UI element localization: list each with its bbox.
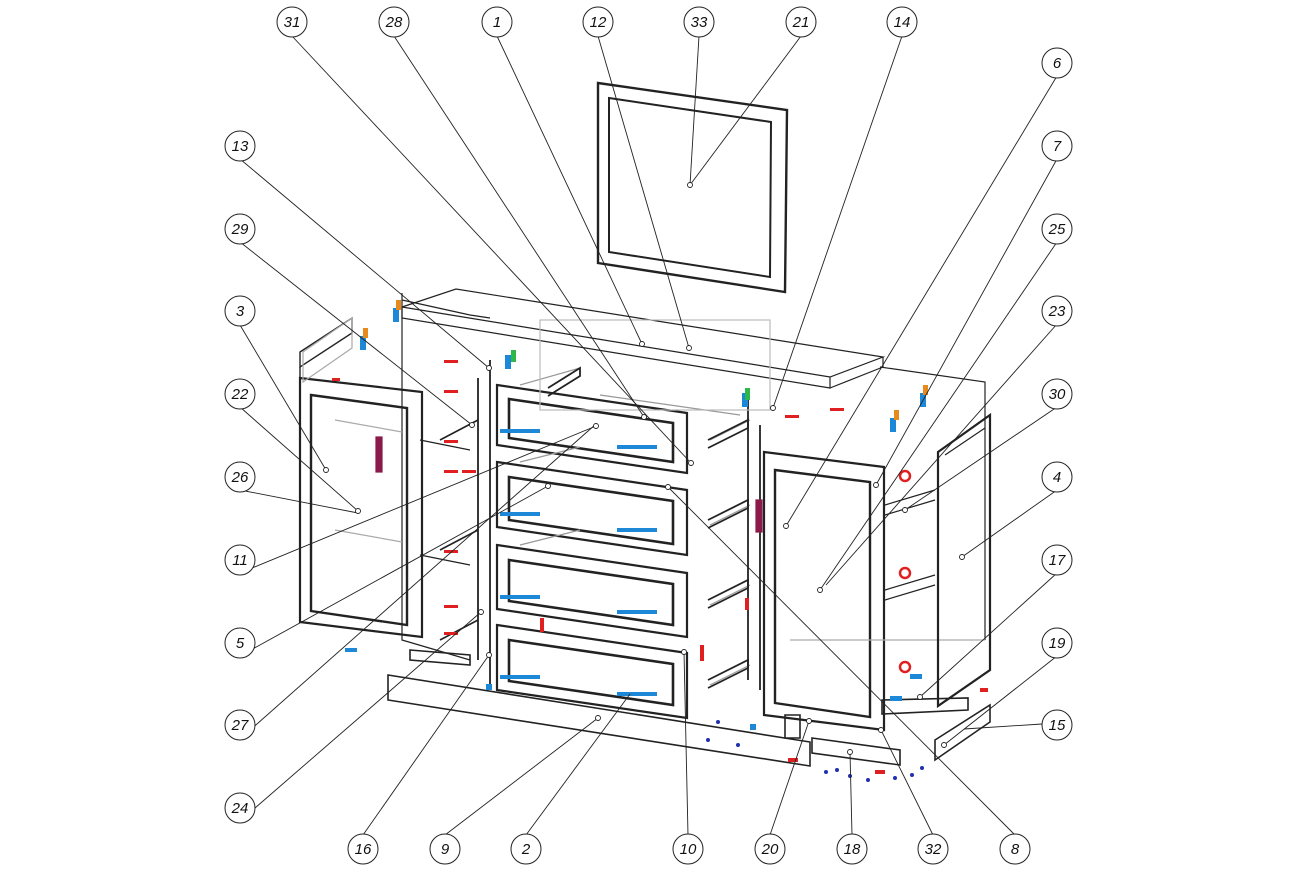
callout-15: 15 (1041, 709, 1073, 741)
callout-27-label: 27 (231, 717, 249, 734)
callout-16: 16 (347, 833, 379, 865)
callout-25-label: 25 (1048, 221, 1066, 238)
blue-fittings (345, 308, 926, 730)
callout-1-label: 1 (493, 14, 501, 31)
drawer-front-1 (495, 383, 689, 475)
drawer-front-4 (495, 623, 689, 720)
callout-12: 12 (582, 6, 614, 38)
callout-23: 23 (1041, 295, 1073, 327)
callout-33: 33 (683, 6, 715, 38)
callout-19: 19 (1041, 627, 1073, 659)
callout-4-label: 4 (1053, 469, 1061, 486)
small-blue-dots (706, 720, 924, 782)
callout-22-label: 22 (231, 386, 249, 403)
callout-6: 6 (1041, 47, 1073, 79)
fittings (332, 300, 988, 782)
callout-31-label: 31 (284, 14, 301, 31)
top-panel (401, 288, 886, 389)
leader-end-markers (323, 182, 965, 755)
callout-30-label: 30 (1049, 386, 1066, 403)
callout-10-label: 10 (680, 841, 697, 858)
callout-18: 18 (836, 833, 868, 865)
callout-1: 1 (481, 6, 513, 38)
callout-2-label: 2 (521, 841, 531, 858)
callout-33-label: 33 (691, 14, 708, 31)
callout-16-label: 16 (355, 841, 372, 858)
callout-3: 3 (224, 295, 256, 327)
callout-14: 14 (886, 6, 918, 38)
callout-6-label: 6 (1053, 55, 1062, 72)
callout-27: 27 (224, 709, 256, 741)
plinth-front (387, 674, 811, 767)
callout-28: 28 (378, 6, 410, 38)
callout-28-label: 28 (385, 14, 403, 31)
callout-23-label: 23 (1048, 303, 1066, 320)
callout-32: 32 (917, 833, 949, 865)
callout-3-label: 3 (236, 303, 245, 320)
orange-fittings (363, 300, 928, 420)
callout-26-label: 26 (231, 469, 249, 486)
middle-drawer-frame (477, 360, 761, 690)
callout-13: 13 (224, 130, 256, 162)
callout-30: 30 (1041, 378, 1073, 410)
callout-21: 21 (785, 6, 817, 38)
callout-13-label: 13 (232, 138, 249, 155)
callout-25: 25 (1041, 213, 1073, 245)
callout-31: 31 (276, 6, 308, 38)
callout-24: 24 (224, 792, 256, 824)
callout-7: 7 (1041, 130, 1073, 162)
callout-21-label: 21 (792, 14, 810, 31)
callout-22: 22 (224, 378, 256, 410)
callout-4: 4 (1041, 461, 1073, 493)
red-ring-fittings (898, 469, 912, 674)
green-fittings (511, 350, 750, 400)
callout-10: 10 (672, 833, 704, 865)
callout-15-label: 15 (1049, 717, 1066, 734)
mirror-panel (596, 81, 789, 294)
callout-17: 17 (1041, 544, 1073, 576)
drawer-runners (547, 366, 749, 689)
callout-17-label: 17 (1049, 552, 1066, 569)
left-side-panel (302, 316, 353, 384)
left-cabinet-body (334, 293, 491, 661)
right-door (755, 450, 886, 732)
callout-19-label: 19 (1049, 635, 1066, 652)
callout-9: 9 (429, 833, 461, 865)
callout-5-label: 5 (236, 635, 245, 652)
callout-7-label: 7 (1053, 138, 1062, 155)
callout-5: 5 (224, 627, 256, 659)
callout-11-label: 11 (232, 552, 248, 569)
leader-lines (239, 35, 1058, 836)
callout-2: 2 (510, 833, 542, 865)
callout-29: 29 (224, 213, 256, 245)
right-cabinet-body (790, 366, 986, 641)
plinth-right-parts (409, 649, 991, 766)
furniture-drawing (298, 81, 992, 767)
callout-8-label: 8 (1011, 841, 1020, 858)
right-side-panel (936, 412, 992, 709)
callout-9-label: 9 (441, 841, 450, 858)
callout-8: 8 (999, 833, 1031, 865)
callout-29-label: 29 (231, 221, 249, 238)
callout-11: 11 (224, 544, 256, 576)
red-fittings (332, 360, 988, 774)
callout-24-label: 24 (231, 800, 249, 817)
callout-18-label: 18 (844, 841, 861, 858)
callout-26: 26 (224, 461, 256, 493)
callout-20-label: 20 (761, 841, 779, 858)
drawer-front-2 (495, 460, 689, 557)
callout-20: 20 (754, 833, 786, 865)
callout-12-label: 12 (590, 14, 607, 31)
drawer-front-3 (495, 543, 689, 639)
callout-32-label: 32 (925, 841, 942, 858)
callout-bubbles: 31 28 1 12 33 21 14 6 7 25 23 30 4 17 19… (224, 6, 1073, 865)
callout-14-label: 14 (894, 14, 911, 31)
